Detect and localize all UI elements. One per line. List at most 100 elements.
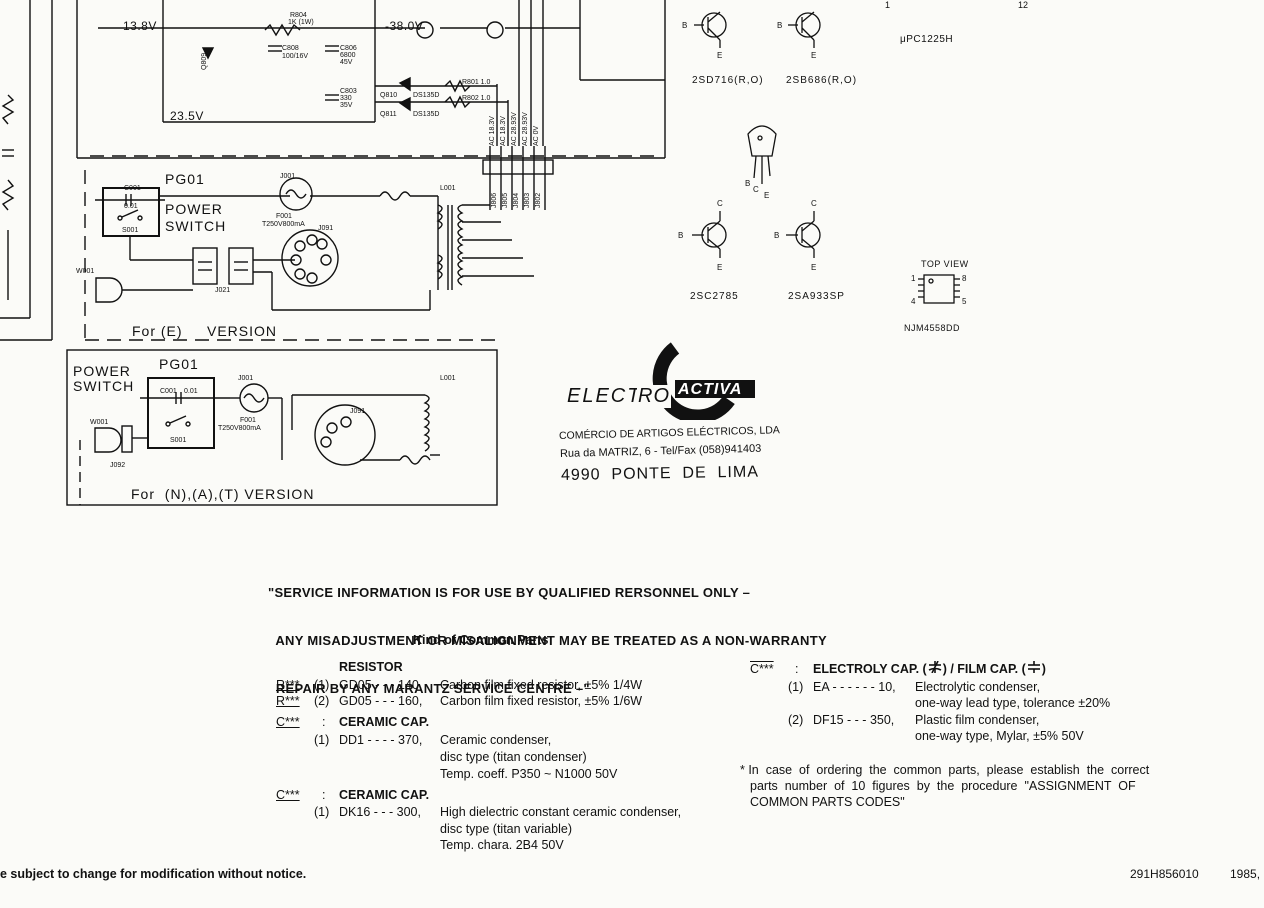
electroly-num-1: (1) <box>788 680 804 694</box>
n-switch-label: SWITCH <box>73 378 134 394</box>
ac-label-4: AC 28.93V <box>522 112 529 146</box>
jack-j803: J803 <box>524 193 531 208</box>
pin-c-3: C <box>717 199 723 208</box>
n-j091-label: J091 <box>350 408 365 415</box>
top-right-num-12: 12 <box>1018 0 1028 10</box>
n-j092-label: J092 <box>110 462 125 469</box>
ceramic2-code: C*** <box>276 788 300 802</box>
pin-b-pkg: B <box>745 179 750 188</box>
tr-2sd716-label: 2SD716(R,O) <box>692 75 764 86</box>
footer-year: 1985, <box>1230 867 1261 881</box>
pin-b-1: B <box>682 21 687 30</box>
ac-voltage-labels: AC 18.3V AC 18.3V AC 28.93V AC 28.93V AC… <box>489 112 540 146</box>
e-power-label: POWER <box>165 201 223 217</box>
ceramic1-desc-3: Temp. coeff. P350 ~ N1000 50V <box>440 767 618 781</box>
c803-label: C803 <box>340 88 357 95</box>
ceramic2-colon: : <box>322 788 326 802</box>
q810-label: Q810 <box>380 92 397 99</box>
ordering-note-3: COMMON PARTS CODES" <box>750 795 905 809</box>
e-w001-label: W001 <box>76 268 94 275</box>
n-j001-label: J001 <box>238 375 253 382</box>
q811-label: Q811 <box>380 111 397 118</box>
r802-label: R802 1.0 <box>462 95 491 102</box>
ceramic1-num: (1) <box>314 733 330 747</box>
pin-e-2: E <box>811 51 816 60</box>
dip-pin-8: 8 <box>962 274 967 283</box>
common-parts-title: Kind of Common Parts <box>413 633 549 647</box>
n-version-caption: For (N),(A),(T) VERSION <box>131 486 314 502</box>
ic-njm4558dd-label: NJM4558DD <box>904 323 960 333</box>
n-f001-label: F001 <box>240 417 256 424</box>
n-power-label: POWER <box>73 363 131 379</box>
stamp-brand-left: ELECT <box>567 385 642 407</box>
e-j001-label: J001 <box>280 173 295 180</box>
ceramic2-desc-2: disc type (titan variable) <box>440 822 573 836</box>
ordering-note-1: * In case of ordering the common parts, … <box>740 763 1150 777</box>
film-cap-icon <box>1027 661 1040 673</box>
ceramic1-desc-2: disc type (titan condenser) <box>440 750 587 764</box>
e-version-caption: For (E) VERSION <box>132 323 277 339</box>
r801-label: R801 1.0 <box>462 79 491 86</box>
resistor-num-2: (2) <box>314 694 330 708</box>
ordering-note-2: parts number of 10 figures by the proced… <box>750 779 1136 793</box>
n-s001-label: S001 <box>170 437 186 444</box>
notice-line-3: REPAIR BY ANY MARANTZ SERVICE CENTRE –" <box>268 681 590 696</box>
e-switch-label: SWITCH <box>165 218 226 234</box>
resistor-desc-2: Carbon film fixed resistor, ±5% 1/6W <box>440 694 643 708</box>
electroly-colon: : <box>795 662 799 676</box>
jack-j804: J804 <box>513 193 520 208</box>
pin-e-1: E <box>717 51 722 60</box>
e-f001-label: F001 <box>276 213 292 220</box>
ceramic2-desc-1: High dielectric constant ceramic condens… <box>440 805 682 819</box>
c803-value-2: 35V <box>340 102 353 109</box>
n-w001-label: W001 <box>90 419 108 426</box>
ceramic2-heading: CERAMIC CAP. <box>339 788 430 802</box>
stamp-brand-right: ACTIVA <box>678 381 743 398</box>
ac-label-2: AC 18.3V <box>500 116 507 146</box>
footer-doc-code: 291H856010 <box>1130 867 1199 881</box>
electroly-desc-1a: Electrolytic condenser, <box>915 680 1041 694</box>
c803-value-1: 330 <box>340 95 352 102</box>
dip-pin-1: 1 <box>911 274 916 283</box>
top-right-num-1: 1 <box>885 0 890 10</box>
ceramic1-spec: DD1 - - - - 370, <box>339 733 423 747</box>
pin-e-pkg: E <box>764 191 769 200</box>
electroly-desc-2b: one-way type, Mylar, ±5% 50V <box>915 729 1084 743</box>
ceramic1-heading: CERAMIC CAP. <box>339 715 430 729</box>
dealer-stamp: ELECT RO ACTIVA COMÉRCIO DE ARTIGOS ELÉC… <box>555 340 785 490</box>
c808-value: 100/16V <box>282 53 308 60</box>
e-l001-label: L001 <box>440 185 456 192</box>
resistor-num-1: (1) <box>314 678 330 692</box>
tr-2sb686-label: 2SB686(R,O) <box>786 75 857 86</box>
electroly-heading: ELECTROLY CAP. () / FILM CAP. () <box>813 660 1046 678</box>
dip-pin-5: 5 <box>962 297 967 306</box>
jack-j806: J806 <box>491 193 498 208</box>
resistor-spec-1: GD05 - - - 140, <box>339 678 423 692</box>
notice-line-1: "SERVICE INFORMATION IS FOR USE BY QUALI… <box>268 585 751 600</box>
ceramic2-spec: DK16 - - - 300, <box>339 805 421 819</box>
n-c001-value: 0.01 <box>184 388 198 395</box>
n-l001-label: L001 <box>440 375 456 382</box>
resistor-spec-2: GD05 - - - 160, <box>339 694 423 708</box>
n-c001-label: C001 <box>160 388 177 395</box>
ceramic2-num: (1) <box>314 805 330 819</box>
footer-disclaimer: e subject to change for modification wit… <box>0 867 307 881</box>
pin-e-3: E <box>717 263 722 272</box>
electroly-num-2: (2) <box>788 713 804 727</box>
c808-label: C808 <box>282 45 299 52</box>
top-view-label: TOP VIEW <box>921 259 969 269</box>
e-c001-value: 0.01 <box>124 203 138 210</box>
e-f001-value: T250V800mA <box>262 221 305 228</box>
electroly-desc-1b: one-way lead type, tolerance ±20% <box>915 696 1111 710</box>
electroly-heading-end: ) <box>1041 662 1046 676</box>
tr-2sa933sp-label: 2SA933SP <box>788 291 845 302</box>
electroly-code: C*** <box>750 662 774 676</box>
resistor-code-1: R*** <box>276 678 300 692</box>
pin-b-3: B <box>678 231 683 240</box>
jack-j802: J802 <box>535 193 542 208</box>
r804-value: 1K (1W) <box>288 19 314 26</box>
q809-label: Q809 <box>201 53 208 70</box>
ceramic1-desc-1: Ceramic condenser, <box>440 733 552 747</box>
voltage-minus-38v: -38.0V <box>385 19 423 33</box>
jack-labels: J806 J805 J804 J803 J802 <box>491 193 542 208</box>
